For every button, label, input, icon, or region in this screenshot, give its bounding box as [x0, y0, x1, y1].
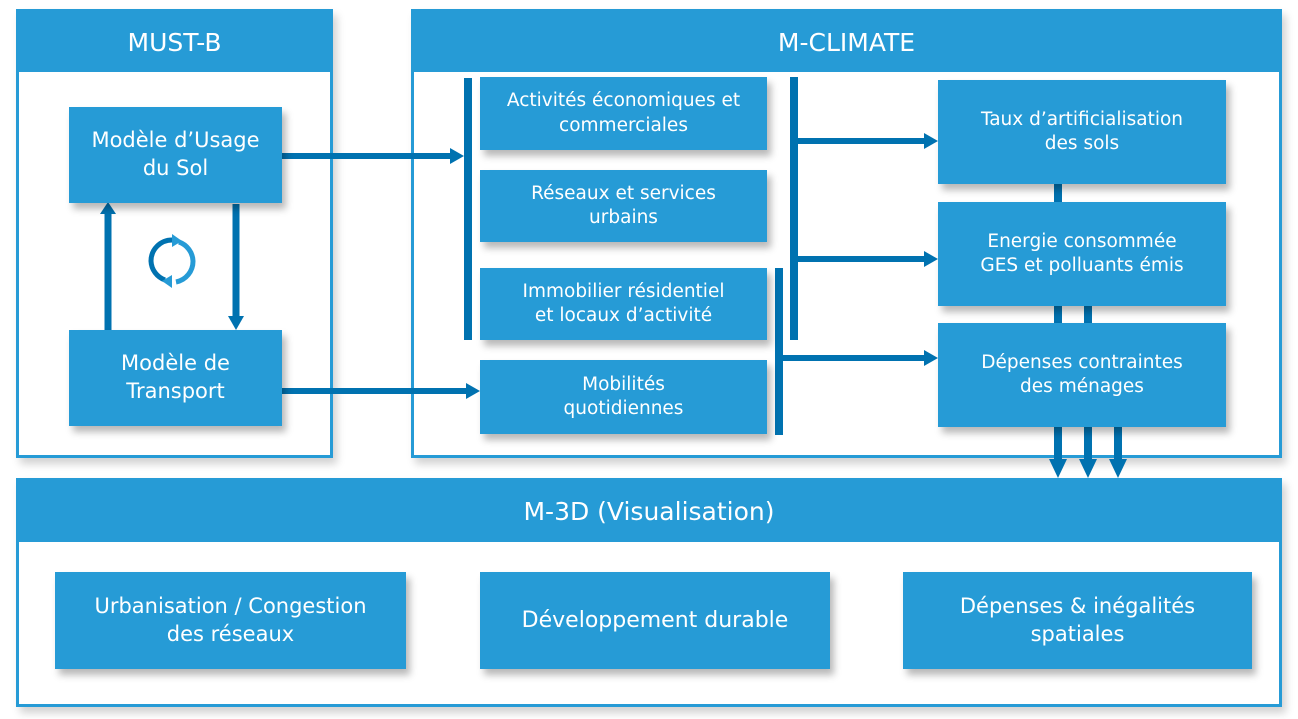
output-label: Energie consommée GES et polluants émis	[980, 230, 1184, 276]
m3d-label: Urbanisation / Congestion des réseaux	[94, 593, 367, 646]
output-box-energie: Energie consommée GES et polluants émis	[938, 202, 1226, 306]
m3d-label: Développement durable	[521, 607, 789, 633]
output-label: Taux d’artificialisation des sols	[980, 108, 1184, 154]
input-box-immobilier: Immobilier résidentiel et locaux d’activ…	[480, 268, 767, 340]
refresh-cycle-icon	[148, 234, 196, 288]
arrowhead-down	[1079, 459, 1097, 478]
transport-model-label: Modèle de Transport	[121, 351, 230, 403]
arrowhead-down	[1049, 459, 1067, 478]
land-use-model-box: Modèle d’Usage du Sol	[69, 107, 282, 203]
input-label: Immobilier résidentiel et locaux d’activ…	[522, 280, 725, 326]
land-use-model-label: Modèle d’Usage du Sol	[91, 128, 260, 180]
m3d-box-depenses: Dépenses & inégalités spatiales	[903, 572, 1252, 669]
m3d-box-developpement: Développement durable	[480, 572, 830, 669]
m-3d-title: M-3D (Visualisation)	[19, 481, 1279, 542]
input-box-mobilites: Mobilités quotidiennes	[480, 360, 767, 434]
m-climate-title: M-CLIMATE	[414, 12, 1279, 72]
transport-model-box: Modèle de Transport	[69, 330, 282, 426]
input-box-reseaux: Réseaux et services urbains	[480, 170, 767, 242]
arrowhead-down	[1109, 459, 1127, 478]
m3d-label: Dépenses & inégalités spatiales	[959, 593, 1196, 646]
must-b-title: MUST-B	[19, 12, 330, 72]
output-box-depenses: Dépenses contraintes des ménages	[938, 323, 1226, 427]
input-box-activites: Activités économiques et commerciales	[480, 77, 767, 150]
output-label: Dépenses contraintes des ménages	[981, 351, 1183, 397]
m3d-box-urbanisation: Urbanisation / Congestion des réseaux	[55, 572, 406, 669]
input-label: Mobilités quotidiennes	[563, 373, 684, 419]
output-box-artificialisation: Taux d’artificialisation des sols	[938, 80, 1226, 184]
input-label: Activités économiques et commerciales	[506, 90, 741, 136]
input-label: Réseaux et services urbains	[531, 182, 716, 228]
